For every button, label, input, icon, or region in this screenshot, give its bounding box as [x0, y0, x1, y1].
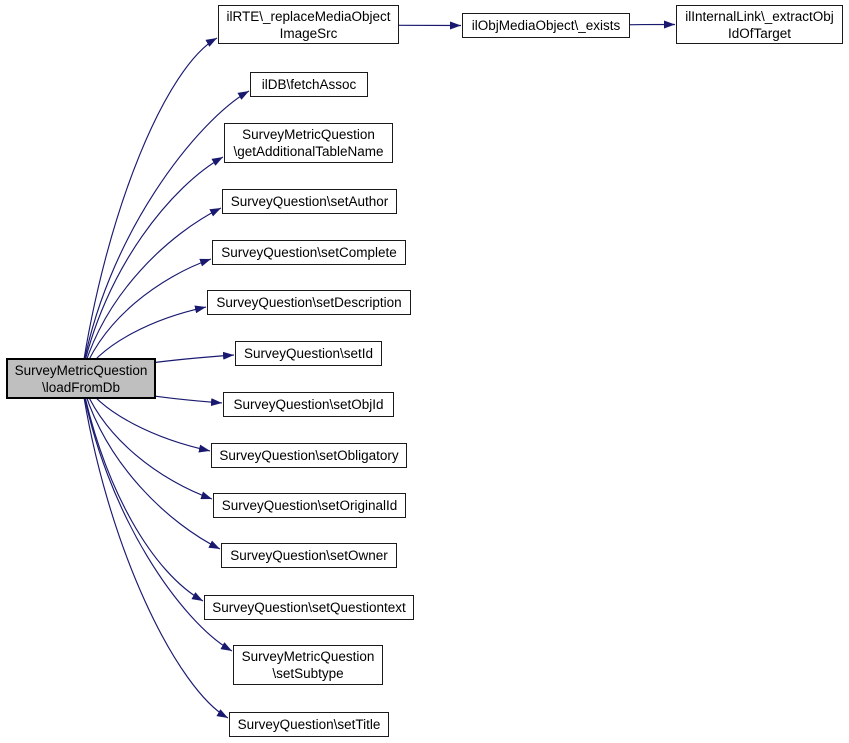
graph-node-setTitle[interactable]: SurveyQuestion\setTitle: [229, 712, 389, 737]
node-label-line: SurveyMetricQuestion: [242, 127, 375, 142]
graph-node-setSubtype[interactable]: SurveyMetricQuestion \setSubtype: [233, 645, 383, 685]
node-label-line: ilInternalLink\_extractObj: [685, 8, 834, 24]
node-label-line: ImageSrc: [279, 25, 338, 41]
graph-node-setId[interactable]: SurveyQuestion\setId: [235, 341, 382, 366]
graph-node-setDescription[interactable]: SurveyQuestion\setDescription: [207, 290, 411, 315]
graph-node-fetchAssoc[interactable]: ilDB\fetchAssoc: [250, 72, 368, 97]
node-label-line: SurveyQuestion\setOwner: [230, 548, 388, 563]
node-label-line: ilObjMediaObject\_exists: [471, 18, 621, 33]
graph-node-getAdditionalTableName[interactable]: SurveyMetricQuestion \getAdditionalTableN…: [224, 123, 393, 163]
graph-node-setComplete[interactable]: SurveyQuestion\setComplete: [212, 240, 406, 265]
node-label-line: SurveyQuestion\setOriginalId: [221, 498, 398, 513]
node-label-line: SurveyQuestion\setAuthor: [230, 194, 389, 209]
edge-loadFromDb-to-setAuthor: [80, 207, 222, 379]
node-label-line: SurveyMetricQuestion: [14, 362, 148, 378]
graph-node-exists[interactable]: ilObjMediaObject\_exists: [462, 13, 630, 38]
edge-loadFromDb-to-getAdditionalTableName: [80, 156, 224, 379]
node-label-line: SurveyQuestion\setQuestiontext: [212, 600, 406, 615]
node-label-line: \loadFromDb: [41, 379, 121, 395]
edge-loadFromDb-to-setOwner: [80, 378, 221, 550]
node-label-line: SurveyQuestion\setId: [243, 346, 374, 361]
edge-loadFromDb-to-replaceMediaObjectImageSrc: [80, 37, 218, 379]
edge-loadFromDb-to-setQuestiontext: [80, 378, 204, 602]
node-label-line: ilDB\fetchAssoc: [261, 77, 357, 92]
graph-node-setOwner[interactable]: SurveyQuestion\setOwner: [221, 543, 397, 568]
edge-loadFromDb-to-setTitle: [80, 378, 229, 719]
edge-loadFromDb-to-setComplete: [80, 258, 212, 379]
graph-node-setObligatory[interactable]: SurveyQuestion\setObligatory: [211, 443, 407, 468]
edge-loadFromDb-to-fetchAssoc: [80, 90, 250, 379]
graph-node-setOriginalId[interactable]: SurveyQuestion\setOriginalId: [213, 493, 406, 518]
node-label-line: SurveyQuestion\setComplete: [221, 245, 397, 260]
edge-loadFromDb-to-setSubtype: [80, 378, 233, 652]
node-label-line: SurveyMetricQuestion: [241, 649, 375, 664]
node-label-line: ilRTE\_replaceMediaObject: [226, 8, 391, 24]
node-label-line: \setSubtype: [272, 666, 344, 681]
node-label-line: IdOfTarget: [727, 25, 792, 41]
graph-node-setAuthor[interactable]: SurveyQuestion\setAuthor: [222, 189, 397, 214]
edge-loadFromDb-to-setOriginalId: [80, 378, 213, 500]
node-label-line: SurveyQuestion\setTitle: [237, 717, 381, 732]
graph-node-setQuestiontext[interactable]: SurveyQuestion\setQuestiontext: [204, 595, 414, 620]
node-label-line: SurveyQuestion\setObligatory: [219, 448, 399, 463]
node-label-line: SurveyQuestion\setObjId: [233, 397, 384, 412]
node-label-line: \getAdditionalTableName: [233, 144, 384, 159]
graph-node-loadFromDb[interactable]: SurveyMetricQuestion\loadFromDb: [6, 358, 156, 399]
graph-node-setObjId[interactable]: SurveyQuestion\setObjId: [223, 392, 394, 417]
node-label-line: SurveyQuestion\setDescription: [216, 295, 402, 310]
